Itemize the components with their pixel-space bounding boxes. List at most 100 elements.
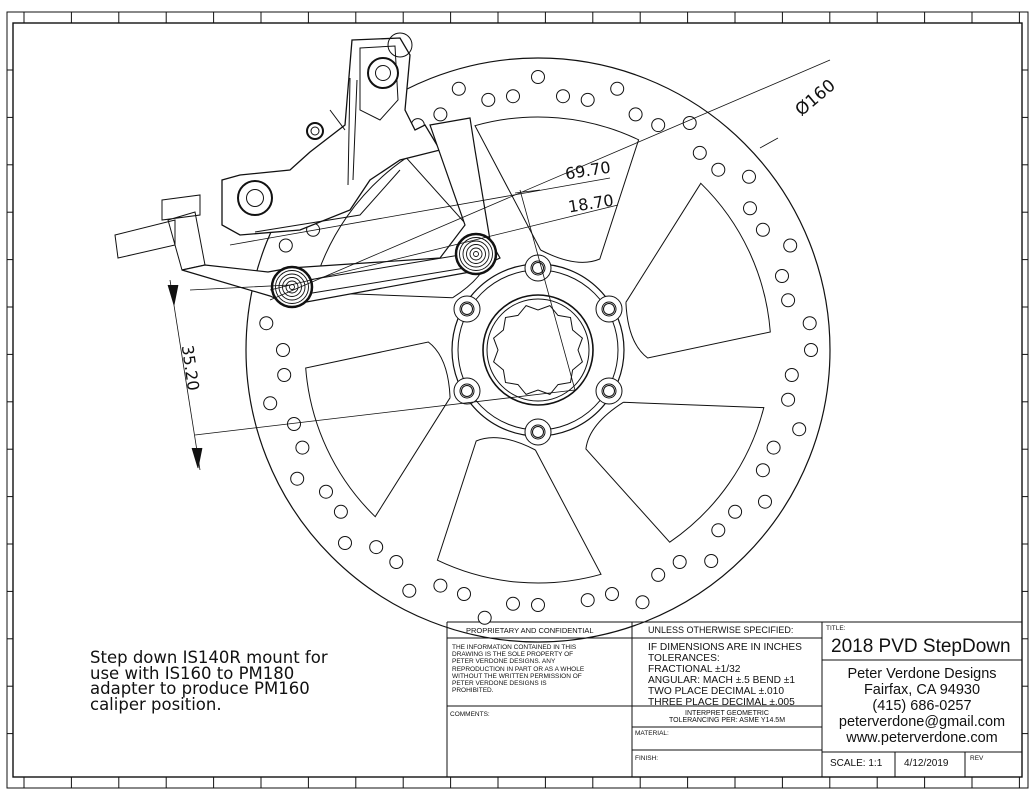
- caliper-bolt: [306, 122, 324, 140]
- dimension-lines: [167, 59, 831, 471]
- drawing-border: [6, 11, 1029, 789]
- bolt-boss: [524, 418, 552, 446]
- proprietary-line: WITHOUT THE WRITTEN PERMISSION OF: [452, 672, 582, 680]
- rotor-vent-hole: [775, 269, 789, 283]
- rotor-vent-hole: [781, 293, 796, 308]
- drawing-date: 4/12/2019: [904, 758, 949, 769]
- mount-bolt: [285, 280, 299, 294]
- brake-caliper: [114, 37, 501, 306]
- tolerance-line: TOLERANCES:: [648, 653, 720, 664]
- proprietary-header: PROPRIETARY AND CONFIDENTIAL: [466, 626, 594, 635]
- rotor-vent-hole: [506, 596, 520, 611]
- bleed-port: [387, 32, 413, 58]
- rotor-vent-hole: [580, 92, 595, 107]
- hub-ring-inner: [486, 298, 590, 402]
- rotor-vent-hole: [580, 593, 595, 608]
- torx-icon: [246, 189, 264, 207]
- proprietary-text: THE INFORMATION CONTAINED IN THIS DRAWIN…: [452, 644, 584, 694]
- tolerance-line: IF DIMENSIONS ARE IN INCHES: [648, 642, 802, 653]
- proprietary-line: PETER VERDONE DESIGNS IS: [452, 680, 547, 688]
- rotor-vent-hole: [389, 555, 404, 569]
- bolt-boss: [453, 377, 481, 405]
- torx-icon: [375, 65, 391, 81]
- company-city: Fairfax, CA 94930: [863, 682, 981, 698]
- rotor-bolt-head: [461, 303, 473, 315]
- rotor-vent-hole: [766, 440, 781, 455]
- rotor-vent-hole: [333, 504, 348, 519]
- mount-bolt: [270, 265, 314, 309]
- mount-bolt: [469, 247, 483, 261]
- rotor-vent-hole: [263, 396, 278, 411]
- rotor-vent-hole: [610, 81, 625, 96]
- rotor-vent-hole: [433, 107, 448, 122]
- rotor-bolt-head: [603, 385, 615, 397]
- rotor-vent-hole: [477, 610, 492, 625]
- drawing-title: 2018 PVD StepDown: [831, 636, 1011, 657]
- caliper-bolt: [237, 180, 273, 216]
- caliper-detail: [254, 45, 401, 233]
- company-info: Peter Verdone Designs Fairfax, CA 94930 …: [822, 666, 1022, 746]
- design-note: Step down IS140R mount for use with IS16…: [90, 648, 328, 714]
- rotor-vent-hole: [792, 422, 807, 437]
- rotor-window: [585, 401, 765, 543]
- outer-border: [6, 11, 1029, 789]
- tolerance-line: THREE PLACE DECIMAL ±.005: [648, 697, 795, 708]
- rotor-bolt: [530, 260, 546, 276]
- rotor-vent-hole: [369, 540, 384, 555]
- proprietary-line: PETER VERDONE DESIGNS. ANY: [452, 658, 556, 666]
- rotor-vent-hole: [451, 81, 466, 96]
- rotor-bolt: [601, 383, 617, 399]
- rotor-vent-hole: [742, 169, 756, 184]
- unless-header: UNLESS OTHERWISE SPECIFIED:: [648, 625, 794, 635]
- rotor-vent-hole: [259, 316, 274, 331]
- rotor-hub: [451, 254, 625, 446]
- rotor-vent-hole: [628, 107, 643, 122]
- rotor-vent-hole: [672, 555, 687, 569]
- rotor-bolt-head: [532, 426, 544, 438]
- tolerance-line: TWO PLACE DECIMAL ±.010: [648, 686, 784, 697]
- mount-bolt: [275, 270, 309, 304]
- mount-bolt: [473, 251, 479, 257]
- rotor-vent-hole: [295, 440, 310, 455]
- bolt-boss: [595, 295, 623, 323]
- rotor-vent-hole: [784, 368, 799, 382]
- inner-border: [12, 22, 1023, 778]
- interpret-line: TOLERANCING PER: ASME Y14.5M: [668, 717, 786, 725]
- rotor-bolt: [530, 424, 546, 440]
- rotor-window: [305, 341, 451, 518]
- company-email: peterverdone@gmail.com: [838, 714, 1006, 730]
- bolts: [237, 32, 498, 309]
- mount-bolt: [278, 273, 306, 301]
- comments-label: COMMENTS:: [450, 711, 490, 718]
- tolerances: IF DIMENSIONS ARE IN INCHES TOLERANCES: …: [648, 642, 818, 708]
- interpret-line: INTERPRET GEOMETRIC: [685, 710, 769, 717]
- rotor-vent-hole: [755, 463, 770, 478]
- rotor-vent-hole: [804, 343, 818, 357]
- proprietary-line: PROHIBITED.: [452, 687, 494, 695]
- rotor-vent-hole: [290, 471, 305, 486]
- rotor-vent-hole: [651, 567, 666, 582]
- rotor-vent-hole: [278, 238, 293, 253]
- rotor-bolt-head: [603, 303, 615, 315]
- rotor-vent-hole: [531, 70, 545, 84]
- adapter-plate: [181, 117, 501, 306]
- rotor-vent-hole: [758, 494, 772, 509]
- rotor-vent-hole: [781, 392, 796, 407]
- interpret-text: INTERPRET GEOMETRIC TOLERANCING PER: ASM…: [632, 710, 822, 724]
- rotor-outline: [245, 57, 831, 643]
- mount-bolt: [459, 237, 493, 271]
- rotor-vent-hole: [651, 118, 666, 133]
- proprietary-line: THE INFORMATION CONTAINED IN THIS: [452, 644, 577, 651]
- company-website: www.peterverdone.com: [846, 730, 998, 746]
- rotor-vent-hole: [556, 89, 570, 104]
- rotor-vent-hole: [481, 92, 496, 107]
- mount-bolt: [454, 232, 498, 276]
- title-label: TITLE:: [826, 625, 846, 632]
- spline-interface: [493, 305, 583, 395]
- mount-bolt: [462, 240, 490, 268]
- rotor-bolt: [459, 301, 475, 317]
- bolt-boss: [453, 295, 481, 323]
- rotor-bolt-head: [461, 385, 473, 397]
- rotor-vent-hole: [802, 316, 817, 331]
- rotor-vent-hole: [635, 595, 650, 610]
